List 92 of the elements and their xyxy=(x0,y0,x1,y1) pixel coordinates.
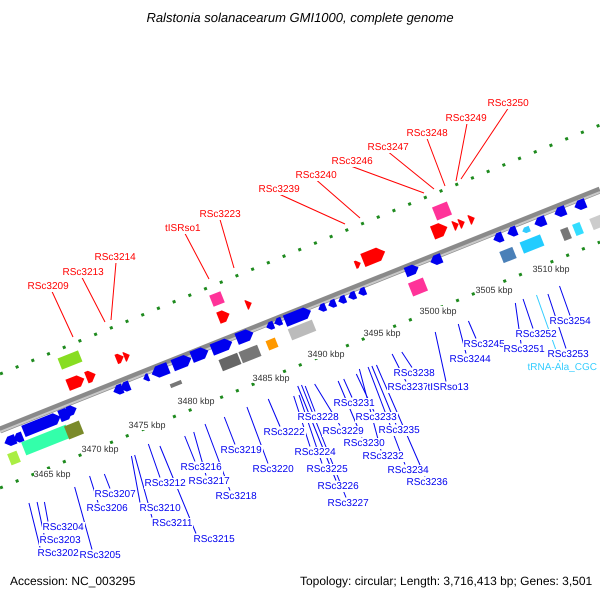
scale-label: 3465 kbp xyxy=(34,469,71,479)
gene-label: RSc3215 xyxy=(192,534,236,544)
leader-line xyxy=(110,262,116,320)
leader-line xyxy=(36,502,44,535)
gene-label: RSc3254 xyxy=(548,316,592,326)
scale-label: 3500 kbp xyxy=(420,306,457,316)
gene-label: RSc3220 xyxy=(252,464,295,474)
gene-label: RSc3234 xyxy=(386,464,430,476)
gene-label: RSc3249 xyxy=(444,112,488,124)
gene-label: RSc3222 xyxy=(262,426,306,438)
gene-label: tRNA-Ala_CGC xyxy=(526,362,598,372)
gene-label: RSc3244 xyxy=(448,354,492,364)
gene-label: RSc3246 xyxy=(330,156,374,166)
scale-label: 3495 kbp xyxy=(364,328,401,338)
gene-label: RSc3227 xyxy=(326,498,370,508)
leader-line xyxy=(44,502,48,522)
leader-line xyxy=(559,286,570,316)
gene-label: RSc3240 xyxy=(294,170,338,180)
leader-line xyxy=(456,123,468,182)
gene-label: RSc3231 xyxy=(332,398,376,408)
leader-line xyxy=(74,486,92,550)
leader-line xyxy=(316,180,360,218)
gene-label: tISRso13 xyxy=(426,382,470,392)
leader-line xyxy=(268,398,280,427)
gene-label: RSc3205 xyxy=(78,550,122,560)
gene-label: RSc3229 xyxy=(322,426,365,436)
leader-line xyxy=(426,138,446,186)
gene-label: RSc3213 xyxy=(62,266,105,278)
gene-label: RSc3253 xyxy=(546,348,590,360)
leader-line xyxy=(220,219,234,268)
gene-label: RSc3225 xyxy=(306,464,349,474)
leader-line xyxy=(184,436,196,462)
scale-label: 3475 kbp xyxy=(128,420,166,430)
scale-label: 3470 kbp xyxy=(82,444,119,454)
gene-label: RSc3226 xyxy=(316,480,360,492)
gene-label: RSc3224 xyxy=(294,446,337,458)
gene-label: RSc3214 xyxy=(94,252,137,262)
gene-label: RSc3228 xyxy=(296,412,340,422)
scale-label: 3510 kbp xyxy=(532,264,570,274)
leader-line xyxy=(148,444,160,478)
gene-label: RSc3230 xyxy=(342,438,386,448)
scale-label: 3485 kbp xyxy=(252,373,290,383)
gene-label: RSc3204 xyxy=(42,522,85,532)
leader-line xyxy=(388,152,434,190)
leader-line xyxy=(434,332,446,382)
gene-label: RSc3223 xyxy=(198,208,242,220)
leader-line xyxy=(246,406,268,464)
leader-line xyxy=(130,456,140,503)
leader-line xyxy=(522,298,534,329)
leader-line xyxy=(52,291,74,338)
leader-line xyxy=(401,352,412,368)
gene-label: RSc3207 xyxy=(94,488,137,500)
leader-line xyxy=(352,166,424,194)
gene-label: RSc3248 xyxy=(406,128,449,138)
leader-line xyxy=(184,233,210,280)
gene-label: RSc3202 xyxy=(36,548,80,558)
gene-label: RSc3251 xyxy=(502,344,546,354)
gene-label: RSc3211 xyxy=(151,518,194,528)
leader-line xyxy=(280,194,346,224)
gene-label: RSc3209 xyxy=(26,280,70,292)
gene-label: RSc3239 xyxy=(258,184,301,194)
gene-label: RSc3210 xyxy=(138,502,182,514)
leader-line xyxy=(460,108,508,180)
gene-label: RSc3203 xyxy=(38,534,82,546)
title: Ralstonia solanacearum GMI1000, complete genome xyxy=(146,10,454,25)
gene-label: RSc3218 xyxy=(214,490,258,502)
leader-line xyxy=(224,416,236,445)
gene-label: RSc3235 xyxy=(378,424,421,436)
leader-line xyxy=(104,474,110,489)
gene-label: RSc3217 xyxy=(188,476,231,486)
gene-label: RSc3252 xyxy=(514,328,558,340)
leader-line xyxy=(343,378,352,398)
scale-label: 3480 kbp xyxy=(178,396,215,406)
leader-line xyxy=(28,502,40,548)
leader-line xyxy=(82,277,106,322)
footer-text: Topology: circular; Length: 3,716,413 bp; Genes: 3,501 xyxy=(300,574,592,588)
leader-line xyxy=(468,320,476,339)
gene-label: RSc3219 xyxy=(220,444,263,456)
scale-label: 3490 kbp xyxy=(308,349,345,359)
gene-label: RSc3212 xyxy=(144,478,187,488)
gene-label: RSc3233 xyxy=(354,412,398,422)
footer-text: Accession: NC_003295 xyxy=(10,574,136,588)
leader-line xyxy=(304,386,316,412)
gene-label: RSc3206 xyxy=(86,502,129,514)
scale-label: 3505 kbp xyxy=(476,285,513,295)
gene-label: RSc3232 xyxy=(362,450,405,462)
gene-label: RSc3250 xyxy=(486,98,530,108)
gene-label: tISRso1 xyxy=(164,222,202,234)
gene-label: RSc3247 xyxy=(366,142,410,152)
gene-label: RSc3236 xyxy=(406,476,449,488)
gene-label: RSc3216 xyxy=(180,462,223,472)
gene-label: RSc3238 xyxy=(392,368,436,378)
